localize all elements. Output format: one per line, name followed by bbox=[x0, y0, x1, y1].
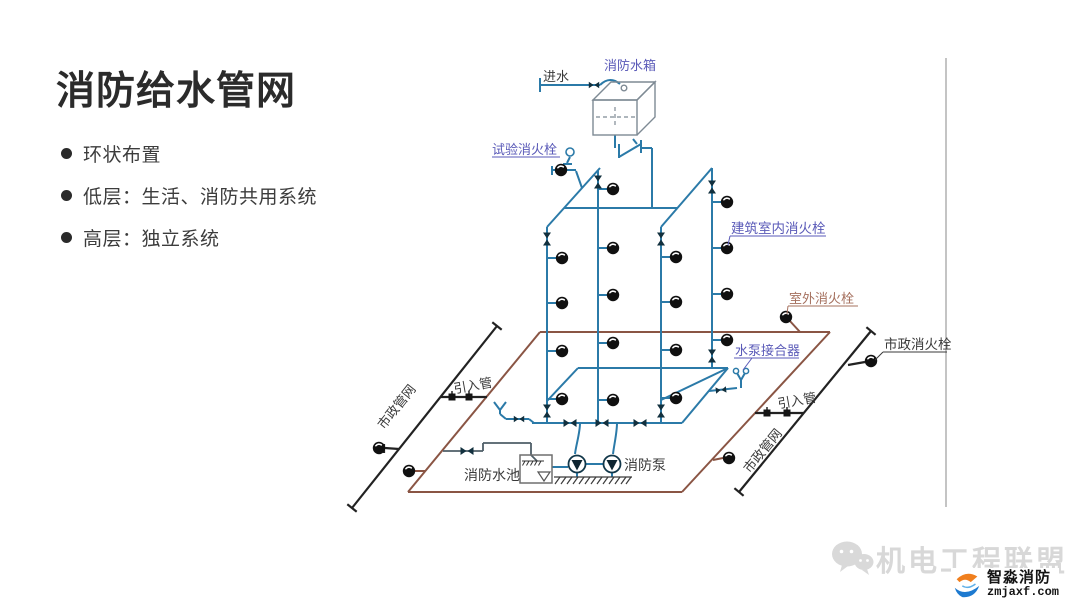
bullet-text: 环状布置 bbox=[83, 144, 162, 166]
label-water-inlet: 进水 bbox=[543, 69, 569, 84]
label-fire-tank: 消防水箱 bbox=[604, 58, 656, 73]
bullet-icon bbox=[61, 231, 72, 243]
brand-url: zmjaxf.com bbox=[987, 584, 1060, 599]
label-municipal-main-left: 市政管网 bbox=[375, 382, 419, 432]
label-municipal-main-right: 市政管网 bbox=[740, 426, 785, 476]
valves bbox=[513, 81, 727, 427]
indoor-pipework bbox=[493, 78, 750, 477]
bullet-item-ring-layout: 环状布置 bbox=[61, 140, 317, 166]
bullet-text: 低层：生活、消防共用系统 bbox=[83, 186, 318, 208]
outdoor-ring-main bbox=[407, 319, 831, 493]
bullet-item-low-rise: 低层：生活、消防共用系统 bbox=[61, 182, 317, 208]
bullet-icon bbox=[61, 147, 72, 159]
hydrant-dots bbox=[371, 163, 879, 479]
valve-icon bbox=[762, 406, 772, 418]
label-inlet-pipe-right: 引入管 bbox=[776, 390, 817, 412]
page-title: 消防给水管网 bbox=[56, 70, 297, 113]
label-fire-pump: 消防泵 bbox=[624, 457, 666, 473]
label-pump-adapter: 水泵接合器 bbox=[735, 343, 800, 358]
label-test-hydrant: 试验消火栓 bbox=[492, 142, 557, 157]
pool-fill-pipe bbox=[443, 442, 538, 462]
wechat-icon bbox=[832, 541, 874, 575]
bullet-icon bbox=[61, 189, 72, 201]
bullet-list: 环状布置 低层：生活、消防共用系统 高层：独立系统 bbox=[61, 140, 317, 266]
fire-tank-symbol bbox=[591, 80, 657, 136]
brand-logo: 智淼消防 zmjaxf.com bbox=[951, 568, 1060, 600]
bullet-item-high-rise: 高层：独立系统 bbox=[61, 224, 317, 250]
fire-pool-symbol bbox=[519, 454, 553, 484]
fire-pumps bbox=[554, 454, 632, 485]
label-indoor-hydrant: 建筑室内消火栓 bbox=[731, 220, 826, 236]
brand-name: 智淼消防 bbox=[987, 568, 1052, 586]
bullet-text: 高层：独立系统 bbox=[83, 228, 220, 250]
label-fire-pool: 消防水池 bbox=[464, 467, 520, 483]
label-inlet-pipe-left: 引入管 bbox=[452, 375, 493, 397]
label-outdoor-hydrant: 室外消火栓 bbox=[789, 291, 854, 306]
label-municipal-hydrant: 市政消火栓 bbox=[884, 336, 952, 352]
diagram-labels: 进水 消防水箱 试验消火栓 建筑室内消火栓 室外消火栓 水泵接合器 市政消火栓 … bbox=[375, 58, 952, 483]
brand-text: 智淼消防 zmjaxf.com bbox=[987, 570, 1059, 598]
brand-icon bbox=[951, 568, 983, 600]
